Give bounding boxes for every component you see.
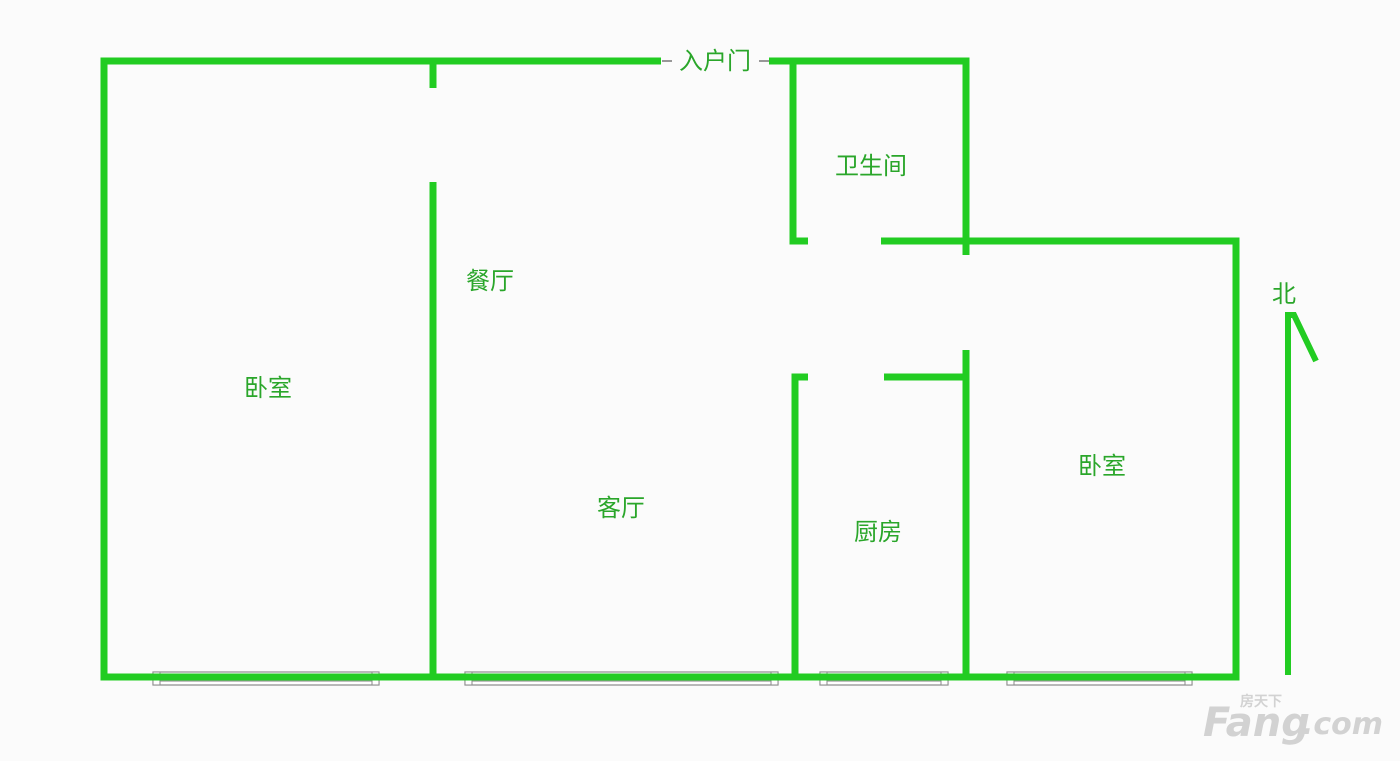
outer-wall	[100, 57, 1240, 681]
north-arrow-icon	[1285, 312, 1319, 675]
watermark-cn: 房天下	[1240, 693, 1282, 710]
bathroom-outer-wall	[769, 57, 970, 255]
room-label-bathroom: 卫生间	[835, 152, 907, 180]
room-label-kitchen: 厨房	[854, 518, 902, 546]
compass: 北	[1272, 280, 1319, 675]
kitchen-left-wall	[791, 373, 808, 674]
bathroom-left-wall	[789, 64, 808, 245]
room-labels: 卧室 餐厅 客厅 卫生间 厨房 卧室	[244, 152, 1126, 546]
room-label-dining: 餐厅	[466, 267, 514, 295]
room-label-bedroom-right: 卧室	[1078, 452, 1126, 480]
watermark: 房天下 Fang .com	[1203, 693, 1383, 746]
compass-label: 北	[1272, 280, 1296, 308]
entrance-label: 入户门	[679, 47, 751, 75]
room-label-living: 客厅	[597, 494, 645, 522]
walls	[100, 57, 1240, 681]
entrance: 入户门	[662, 47, 769, 75]
watermark-suffix: .com	[1302, 707, 1383, 742]
room-label-bedroom-left: 卧室	[244, 374, 292, 402]
watermark-brand: Fang	[1203, 700, 1310, 746]
